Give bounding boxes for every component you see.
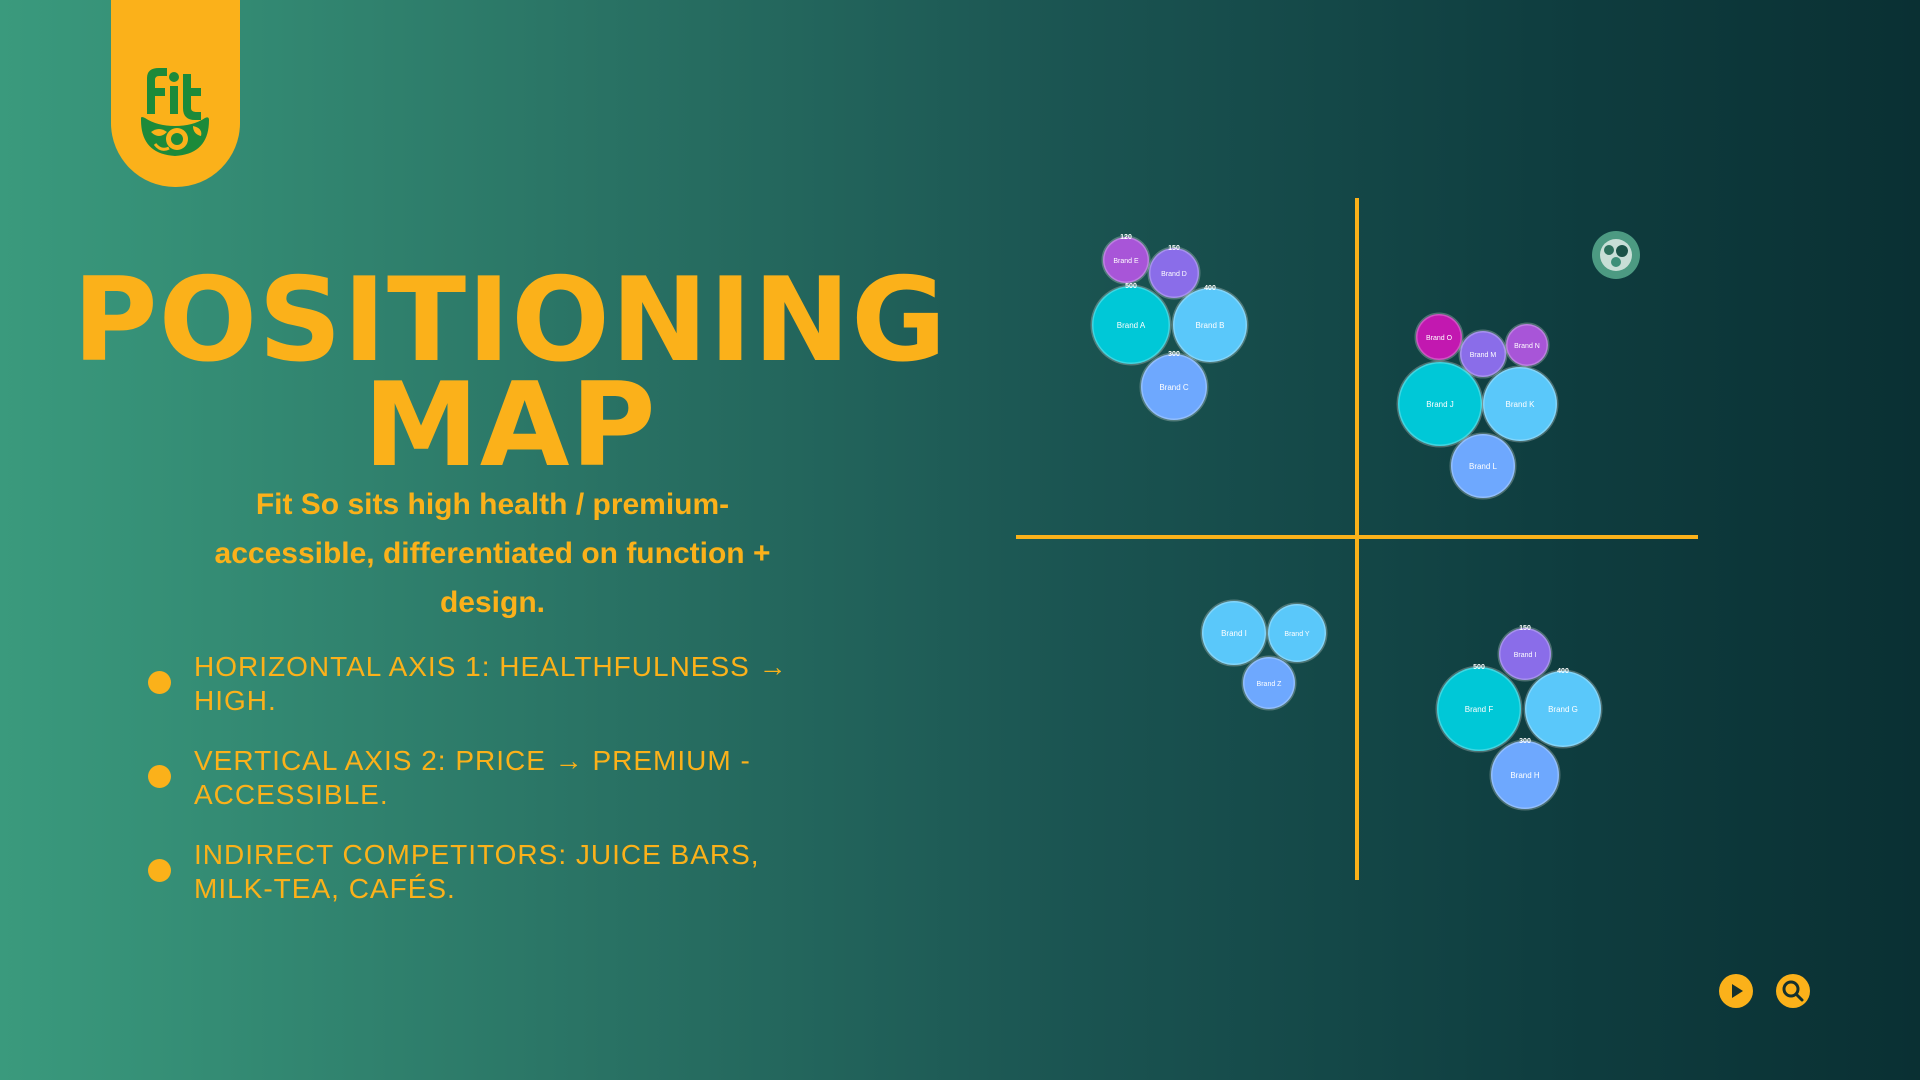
bubble-label: Brand N [1514, 343, 1540, 350]
bubble-circle [1200, 599, 1268, 667]
bullet-dot-icon [148, 765, 171, 788]
bubble-label: Brand L [1469, 462, 1498, 471]
bubble-brand-k: Brand K [1481, 365, 1559, 443]
play-button[interactable] [1719, 974, 1753, 1008]
bubble-brand-n: Brand N [1504, 322, 1550, 368]
bubble-circle [1497, 626, 1553, 682]
bubble-circle [1396, 360, 1484, 448]
bubble-brand-f: Brand F 500 [1435, 664, 1523, 753]
bubble-label: Brand I [1514, 652, 1537, 659]
bubble-label: Brand A [1117, 321, 1146, 330]
bubble-circle [1523, 669, 1603, 749]
bubble-circle [1414, 312, 1464, 362]
logo-tab [111, 0, 240, 187]
bubble-brand-l: Brand L [1449, 432, 1517, 500]
bullet-dot-icon [148, 859, 171, 882]
title-line-2: MAP [363, 358, 657, 493]
bubble-label: Brand Y [1284, 631, 1309, 638]
bullet-list: HORIZONTAL AXIS 1: HEALTHFULNESS → HIGH.… [146, 650, 846, 932]
bubble-brand-i: Brand I [1200, 599, 1268, 667]
bullet-text: HORIZONTAL AXIS 1: HEALTHFULNESS → HIGH. [194, 651, 788, 716]
bubble-circle [1101, 235, 1151, 285]
bubble-label: Brand C [1159, 383, 1189, 392]
fit-so-marker [1592, 231, 1640, 279]
page-title: POSITIONING MAP [70, 253, 950, 493]
bubble-label: Brand D [1161, 271, 1187, 278]
bubble-label: Brand B [1196, 321, 1225, 330]
bubble-label: Brand O [1426, 335, 1453, 342]
bubble-label: Brand K [1506, 400, 1536, 409]
bubble-brand-e: Brand E 120 [1101, 234, 1151, 285]
bullet-item: HORIZONTAL AXIS 1: HEALTHFULNESS → HIGH. [146, 650, 846, 718]
bubble-circle [1458, 329, 1508, 379]
bullet-item: INDIRECT COMPETITORS: JUICE BARS, MILK-T… [146, 838, 846, 906]
bubble-brand-o: Brand O [1414, 312, 1464, 362]
bubble-brand-m: Brand M [1458, 329, 1508, 379]
bubble-label: Brand M [1470, 352, 1497, 359]
bubble-circle [1171, 286, 1249, 364]
bubble-label: Brand H [1510, 771, 1540, 780]
bullet-text: INDIRECT COMPETITORS: JUICE BARS, MILK-T… [194, 839, 760, 904]
bubble-circle [1241, 655, 1297, 711]
bubble-brand-g: Brand G 400 [1523, 668, 1603, 749]
bubble-value-label: 150 [1168, 245, 1180, 252]
bubble-circle [1139, 352, 1209, 422]
bubble-circle [1481, 365, 1559, 443]
bubble-circle [1449, 432, 1517, 500]
bubble-value-label: 400 [1204, 285, 1216, 292]
bubble-value-label: 400 [1557, 668, 1569, 675]
bubble-circle [1090, 284, 1172, 366]
bubble-label: Brand F [1465, 705, 1494, 714]
bullet-dot-icon [148, 671, 171, 694]
bubble-value-label: 300 [1519, 738, 1531, 745]
bubble-circle [1147, 246, 1201, 300]
bubble-value-label: 150 [1519, 625, 1531, 632]
bubble-brand-j: Brand J [1396, 360, 1484, 448]
bubble-brand-c: Brand C 300 [1139, 351, 1209, 422]
bubble-value-label: 500 [1125, 283, 1137, 290]
bubble-circle [1266, 602, 1328, 664]
fit-so-logo [141, 68, 209, 156]
bullet-item: VERTICAL AXIS 2: PRICE → PREMIUM -ACCESS… [146, 744, 846, 812]
bubble-brand-b: Brand B 400 [1171, 285, 1249, 364]
bubble-label: Brand G [1548, 705, 1578, 714]
play-icon [1732, 984, 1743, 998]
bubble-brand-i: Brand I 150 [1497, 625, 1553, 682]
subtitle: Fit So sits high health / premium-access… [214, 488, 771, 619]
search-icon [1782, 980, 1804, 1002]
bubble-circle [1435, 665, 1523, 753]
bubble-brand-z: Brand Z [1241, 655, 1297, 711]
bubble-brand-h: Brand H 300 [1489, 738, 1561, 811]
bubble-label: Brand E [1113, 258, 1139, 265]
bubble-circle [1489, 739, 1561, 811]
bubble-value-label: 120 [1120, 234, 1132, 241]
bubble-value-label: 500 [1473, 664, 1485, 671]
bubble-brand-y: Brand Y [1266, 602, 1328, 664]
bubble-brand-d: Brand D 150 [1147, 245, 1201, 300]
search-button[interactable] [1776, 974, 1810, 1008]
bubble-circle [1504, 322, 1550, 368]
bubble-label: Brand I [1221, 629, 1247, 638]
title-line-1: POSITIONING [72, 253, 948, 388]
bubble-brand-a: Brand A 500 [1090, 283, 1172, 366]
bubble-label: Brand Z [1257, 681, 1283, 688]
bubble-label: Brand J [1426, 400, 1454, 409]
bullet-text: VERTICAL AXIS 2: PRICE → PREMIUM -ACCESS… [194, 745, 751, 810]
bubble-value-label: 300 [1168, 351, 1180, 358]
